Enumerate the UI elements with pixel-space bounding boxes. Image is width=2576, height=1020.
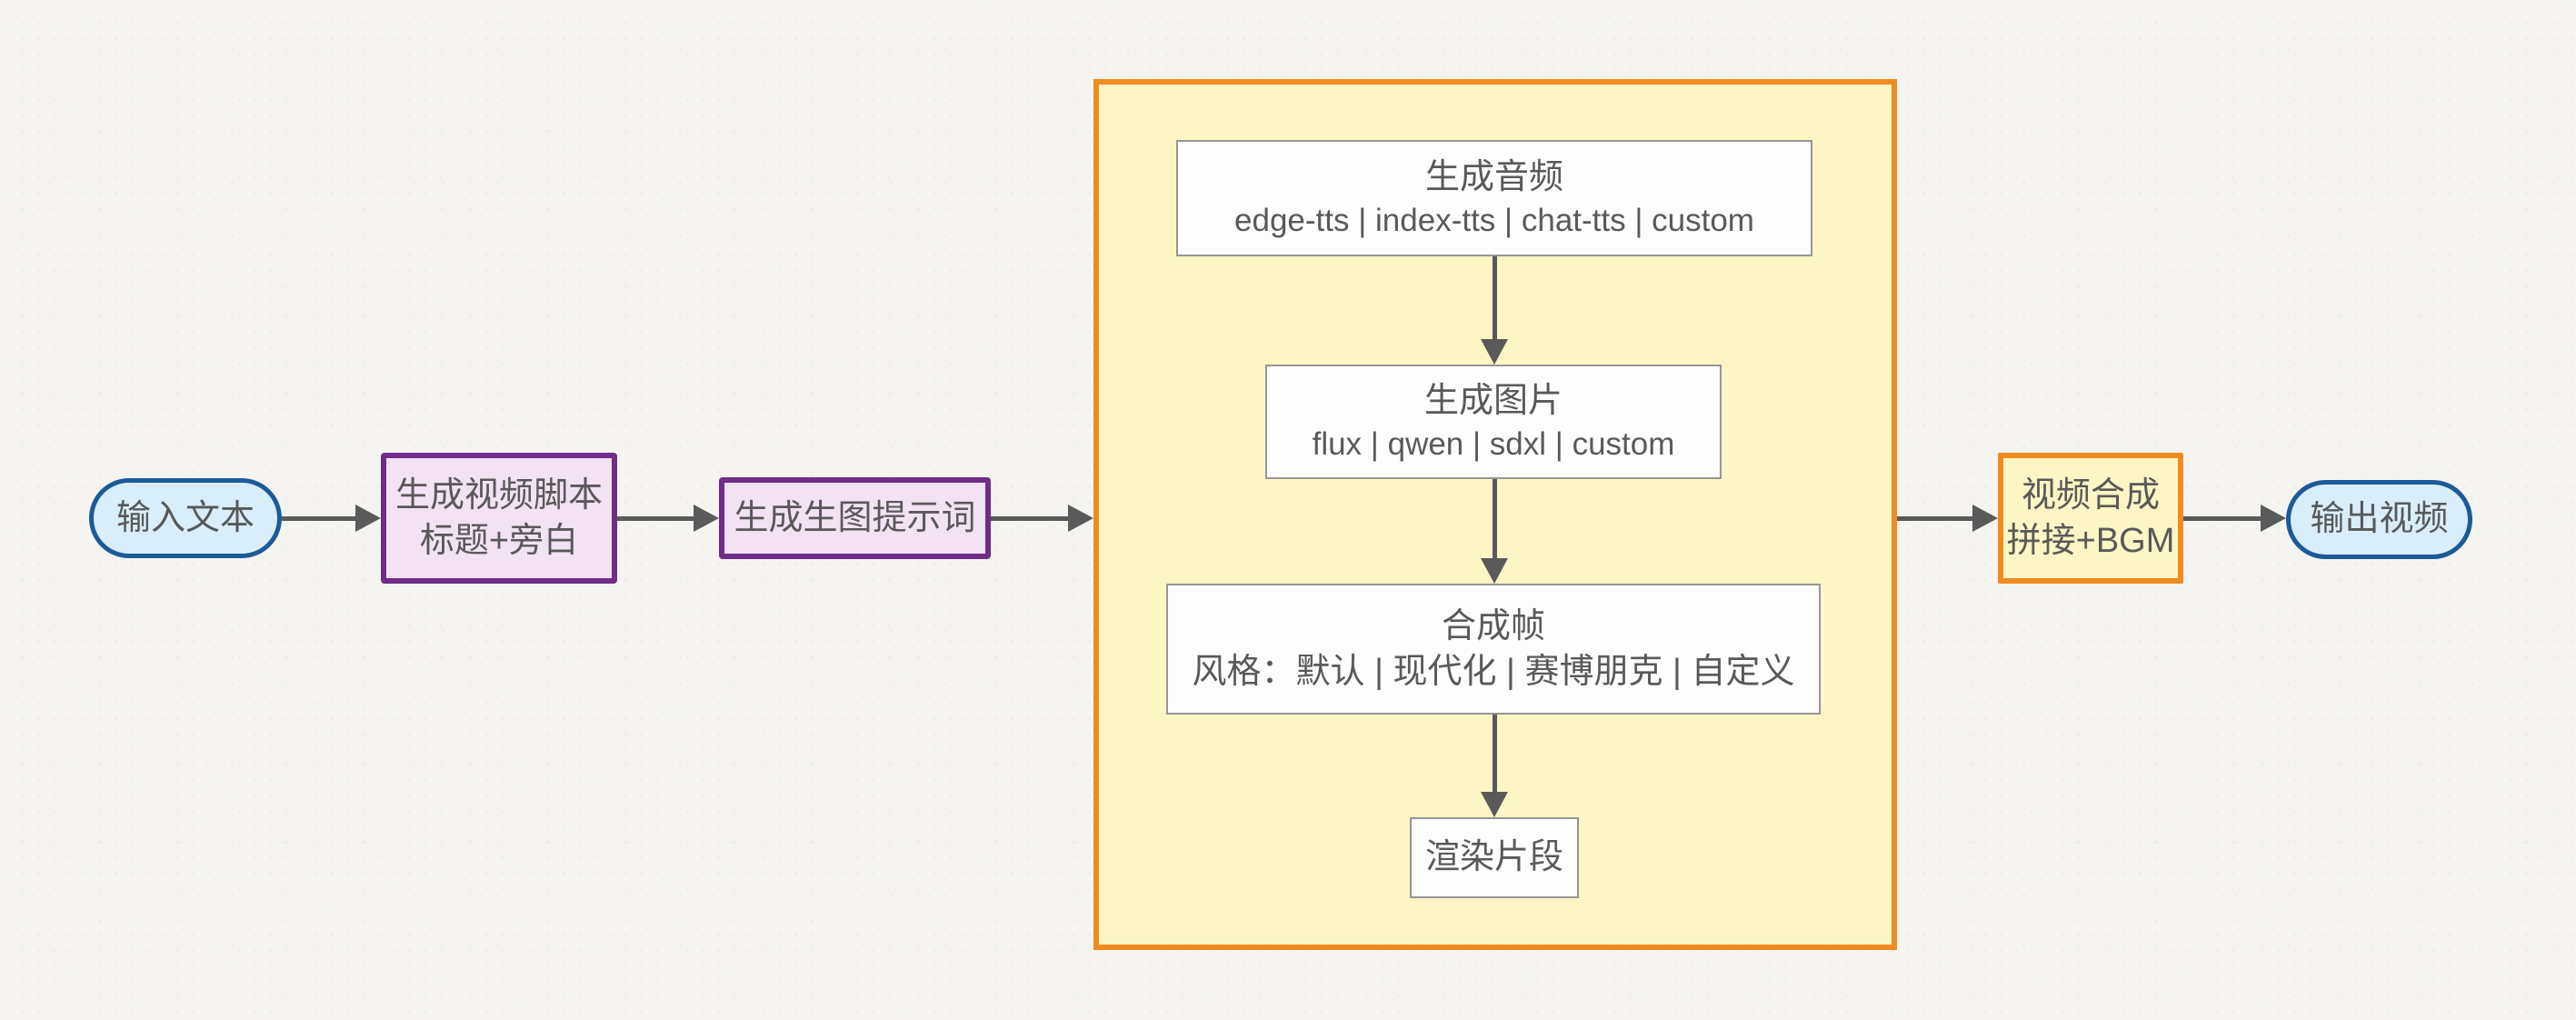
arrow-shaft (282, 515, 355, 521)
node-compose-frames: 合成帧 风格：默认 | 现代化 | 赛博朋克 | 自定义 (1166, 584, 1821, 715)
arrowhead-icon (1972, 505, 1998, 532)
arrow-script-to-prompt (617, 505, 719, 532)
node-render-clips: 渲染片段 (1410, 817, 1579, 898)
node-generate-image-prompt: 生成生图提示词 (719, 477, 991, 559)
arrowhead-icon (355, 505, 381, 532)
node-label: 生成生图提示词 (734, 498, 976, 537)
arrow-shaft (2183, 515, 2261, 521)
arrow-compose-to-output (2183, 505, 2286, 532)
node-label-line1: 生成音频 (1424, 157, 1563, 196)
node-label: 输出视频 (2310, 500, 2449, 539)
arrowhead-icon (1068, 505, 1093, 532)
arrowhead-icon (1481, 339, 1508, 365)
node-label-line2: 风格：默认 | 现代化 | 赛博朋克 | 自定义 (1192, 653, 1795, 691)
node-generate-image: 生成图片 flux | qwen | sdxl | custom (1265, 365, 1722, 479)
arrow-input-to-script (282, 505, 381, 532)
node-label-line2: flux | qwen | sdxl | custom (1312, 425, 1675, 462)
arrow-frames-to-render (1481, 715, 1508, 817)
arrow-shaft (617, 515, 694, 521)
node-label-line1: 生成图片 (1423, 381, 1563, 420)
arrow-shaft (991, 515, 1068, 521)
arrow-pipeline-to-compose (1897, 505, 1998, 532)
node-generate-script: 生成视频脚本 标题+旁白 (381, 453, 617, 584)
node-generate-audio: 生成音频 edge-tts | index-tts | chat-tts | c… (1176, 140, 1812, 256)
node-label-line1: 视频合成 (2021, 475, 2160, 515)
node-label-line2: 拼接+BGM (2006, 522, 2175, 560)
arrowhead-icon (694, 505, 719, 532)
node-label-line2: edge-tts | index-tts | chat-tts | custom (1234, 202, 1754, 238)
arrow-shaft (1492, 479, 1497, 558)
node-label-line1: 合成帧 (1441, 606, 1545, 645)
arrow-shaft (1897, 515, 1972, 521)
arrowhead-icon (1481, 558, 1508, 584)
node-label-line2: 标题+旁白 (419, 522, 579, 560)
arrowhead-icon (1481, 792, 1508, 817)
arrow-prompt-to-pipeline (991, 505, 1093, 532)
arrowhead-icon (2261, 505, 2286, 532)
arrow-image-to-frames (1481, 479, 1508, 584)
arrow-shaft (1492, 715, 1497, 792)
node-input-text: 输入文本 (89, 478, 282, 558)
arrow-shaft (1492, 256, 1497, 339)
node-video-compose: 视频合成 拼接+BGM (1998, 453, 2183, 584)
node-output-video: 输出视频 (2286, 480, 2472, 559)
node-label: 渲染片段 (1424, 838, 1563, 877)
node-label: 输入文本 (115, 498, 255, 537)
node-label-line1: 生成视频脚本 (394, 475, 603, 515)
arrow-audio-to-image (1481, 256, 1508, 365)
